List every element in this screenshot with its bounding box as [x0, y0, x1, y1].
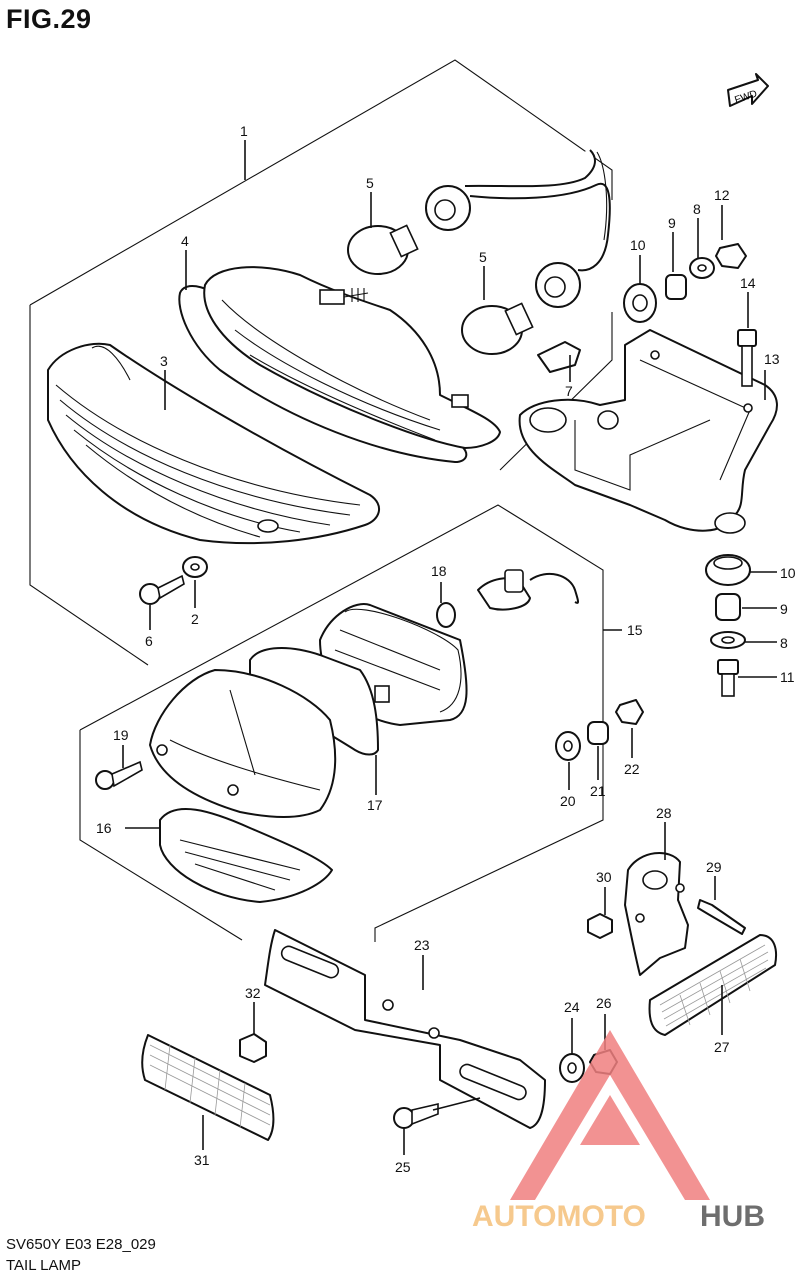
callout-9b: 9 [780, 601, 788, 617]
callout-5b: 5 [479, 249, 487, 265]
reflector-part-27 [648, 934, 778, 1036]
lens-cover-part-19 [149, 669, 337, 818]
socket-harness [425, 149, 611, 308]
callout-16: 16 [96, 820, 112, 836]
collar-part-9a [665, 274, 687, 300]
callout-2: 2 [191, 611, 199, 627]
callout-18: 18 [431, 563, 447, 579]
bolt-part-11 [717, 659, 739, 697]
callout-22: 22 [624, 761, 640, 777]
section-name: TAIL LAMP [6, 1257, 82, 1274]
callout-27: 27 [714, 1039, 730, 1055]
callout-3: 3 [160, 353, 168, 369]
callout-5a: 5 [366, 175, 374, 191]
washer-part-8a [689, 257, 715, 279]
callout-24: 24 [564, 999, 580, 1015]
callout-10b: 10 [780, 565, 796, 581]
callout-labels: 1 2 3 4 5 5 6 7 8 8 9 9 10 10 11 12 13 1… [96, 123, 796, 1175]
callout-6: 6 [145, 633, 153, 649]
grommet-part-10b [705, 554, 751, 586]
bulb-part-5b [461, 302, 534, 355]
callout-10a: 10 [630, 237, 646, 253]
watermark-logo: AUTOMOTO HUB [472, 1030, 765, 1233]
callout-30: 30 [596, 869, 612, 885]
socket-part-15-cable [477, 569, 579, 611]
washer-part-24 [559, 1053, 585, 1083]
callout-28: 28 [656, 805, 672, 821]
washer-part-20 [555, 731, 581, 761]
callout-8a: 8 [693, 201, 701, 217]
callout-13: 13 [764, 351, 780, 367]
callout-20: 20 [560, 793, 576, 809]
washer-part-2 [182, 556, 208, 578]
callout-15: 15 [627, 622, 643, 638]
callout-11: 11 [780, 669, 795, 685]
clip-part-7 [537, 341, 581, 373]
lens-part-16 [159, 808, 333, 903]
housing-part-1 [203, 266, 501, 449]
screw-part-19 [95, 760, 143, 790]
callout-7: 7 [565, 383, 573, 399]
assembly-outline-15 [79, 504, 604, 942]
lens-part-3 [47, 342, 380, 545]
callout-1: 1 [240, 123, 248, 139]
callout-17: 17 [367, 797, 383, 813]
callout-14: 14 [740, 275, 756, 291]
model-code: SV650Y E03 E28_029 [6, 1236, 156, 1253]
reflector-part-31 [141, 1034, 275, 1141]
reflector-bracket-part-28 [624, 851, 689, 976]
callout-12: 12 [714, 187, 730, 203]
bracket-part-13 [518, 329, 778, 534]
nut-part-32 [239, 1033, 267, 1063]
fwd-arrow-icon: FWD [727, 73, 769, 107]
washer-part-8b [710, 631, 746, 649]
screw-part-25 [393, 1102, 439, 1129]
callout-31: 31 [194, 1152, 210, 1168]
nut-part-22 [615, 699, 644, 725]
screw-part-29 [697, 899, 746, 935]
license-bracket-part-23 [264, 929, 546, 1129]
figure-title: FIG.29 [6, 4, 92, 34]
bulb-part-18 [436, 602, 456, 628]
screw-part-6 [139, 574, 185, 605]
callout-9a: 9 [668, 215, 676, 231]
nut-part-30 [587, 913, 613, 939]
callout-25: 25 [395, 1159, 411, 1175]
callout-32: 32 [245, 985, 261, 1001]
grommet-part-10a [623, 283, 657, 323]
callout-19: 19 [113, 727, 129, 743]
callout-21: 21 [590, 783, 606, 799]
collar-part-21 [587, 721, 609, 745]
callout-29: 29 [706, 859, 722, 875]
bolt-part-14 [737, 329, 757, 387]
bulb-part-5a [347, 224, 419, 275]
watermark-text-right: HUB [700, 1200, 765, 1233]
callout-8b: 8 [780, 635, 788, 651]
callout-23: 23 [414, 937, 430, 953]
callout-26: 26 [596, 995, 612, 1011]
leader-lines [122, 140, 777, 1155]
watermark-triangle-inner [580, 1095, 640, 1145]
nut-part-12 [715, 243, 747, 269]
callout-4: 4 [181, 233, 189, 249]
watermark-triangle [510, 1030, 710, 1200]
collar-part-9b [715, 593, 741, 621]
watermark-text-left: AUTOMOTO [472, 1200, 646, 1233]
